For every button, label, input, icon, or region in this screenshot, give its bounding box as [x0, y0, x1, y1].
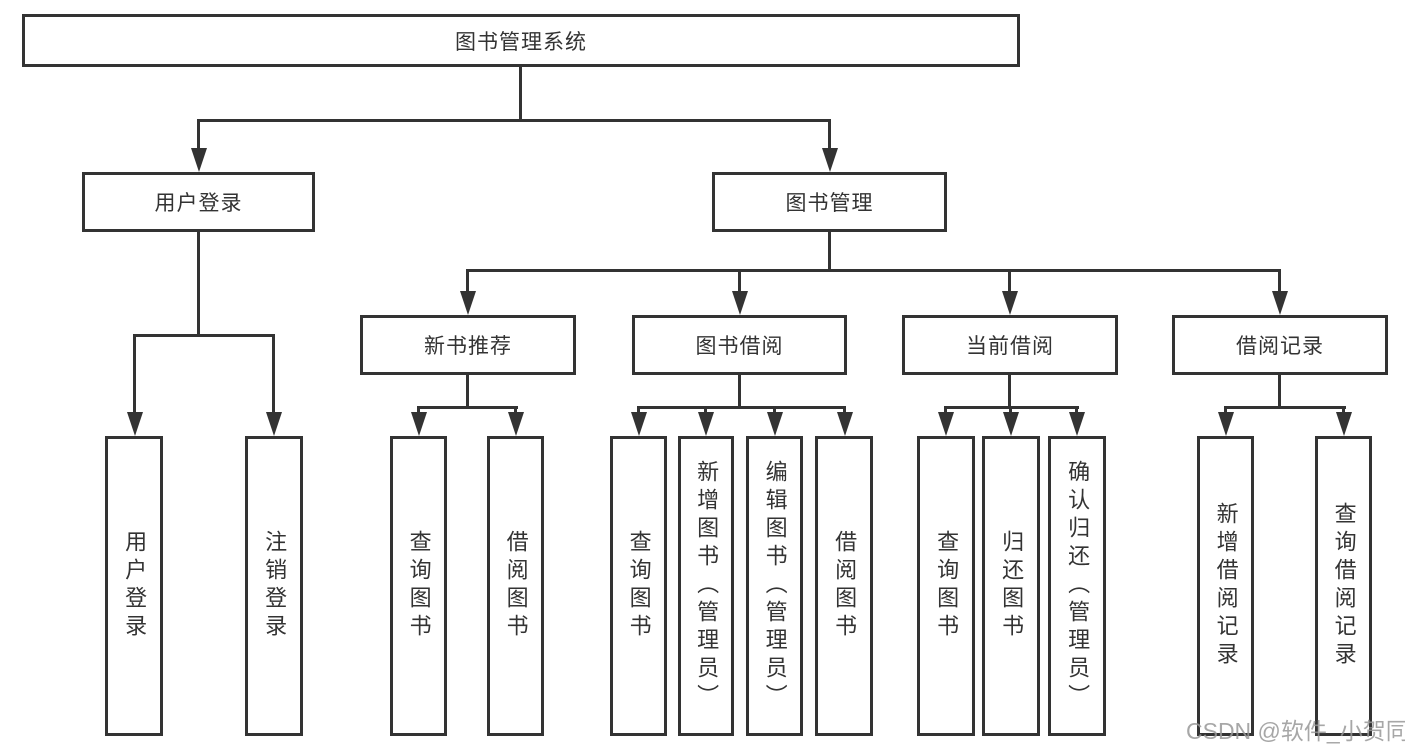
connector-root-stub [519, 67, 522, 119]
connector-arrow-new-book-recommend [459, 269, 476, 315]
leaf-bor-add-book-admin: 新增图书（管理员） [678, 436, 734, 736]
connector-arrow-log-query-record [1335, 406, 1352, 436]
connector-book-management-bus [466, 269, 1281, 272]
leaf-log-query-record: 查询借阅记录 [1315, 436, 1372, 736]
connector-new-book-recommend-bus [417, 406, 518, 409]
leaf-bor-borrow-book: 借阅图书 [815, 436, 873, 736]
connector-arrow-borrow-records [1271, 269, 1288, 315]
connector-arrow-bor-borrow-book [836, 406, 853, 436]
connector-arrow-bor-query-book [630, 406, 647, 436]
connector-arrow-bor-add-book [697, 406, 714, 436]
connector-root-bus [197, 119, 831, 122]
leaf-logout: 注销登录 [245, 436, 303, 736]
leaf-bor-edit-book-admin: 编辑图书（管理员） [746, 436, 803, 736]
connector-arrow-book-management [821, 119, 838, 172]
leaf-cur-return-book: 归还图书 [982, 436, 1040, 736]
node-book-management: 图书管理 [712, 172, 947, 232]
connector-borrow-records-stub [1278, 375, 1281, 409]
connector-book-borrow-stub [738, 375, 741, 409]
node-current-borrow: 当前借阅 [902, 315, 1118, 375]
connector-book-borrow-bus [637, 406, 846, 409]
leaf-rec-query-book: 查询图书 [390, 436, 447, 736]
connector-arrow-cur-confirm-return [1068, 406, 1085, 436]
connector-arrow-cur-query-book [937, 406, 954, 436]
node-new-book-recommend: 新书推荐 [360, 315, 576, 375]
connector-new-book-recommend-stub [466, 375, 469, 409]
leaf-log-add-record: 新增借阅记录 [1197, 436, 1254, 736]
leaf-rec-borrow-book: 借阅图书 [487, 436, 544, 736]
csdn-watermark: CSDN @软件_小贺同学 [1186, 718, 1405, 744]
node-borrow-records: 借阅记录 [1172, 315, 1388, 375]
node-user-login: 用户登录 [82, 172, 315, 232]
connector-arrow-current-borrow [1001, 269, 1018, 315]
leaf-user-login: 用户登录 [105, 436, 163, 736]
leaf-cur-confirm-return-admin: 确认归还（管理员） [1048, 436, 1106, 736]
leaf-bor-query-book: 查询图书 [610, 436, 667, 736]
connector-arrow-bor-edit-book [766, 406, 783, 436]
connector-arrow-leaf-logout [265, 334, 282, 436]
node-book-borrow: 图书借阅 [632, 315, 847, 375]
connector-current-borrow-stub [1008, 375, 1011, 409]
connector-arrow-book-borrow [731, 269, 748, 315]
connector-borrow-records-bus [1224, 406, 1346, 409]
connector-arrow-leaf-user-login [126, 334, 143, 436]
connector-arrow-user-login [190, 119, 207, 172]
connector-arrow-rec-borrow-book [507, 406, 524, 436]
connector-arrow-log-add-record [1217, 406, 1234, 436]
connector-book-management-stub [828, 232, 831, 272]
connector-arrow-cur-return-book [1002, 406, 1019, 436]
connector-arrow-rec-query-book [410, 406, 427, 436]
connector-user-login-stub [197, 232, 200, 336]
leaf-cur-query-book: 查询图书 [917, 436, 975, 736]
node-library-system: 图书管理系统 [22, 14, 1020, 67]
connector-user-login-bus [133, 334, 275, 337]
